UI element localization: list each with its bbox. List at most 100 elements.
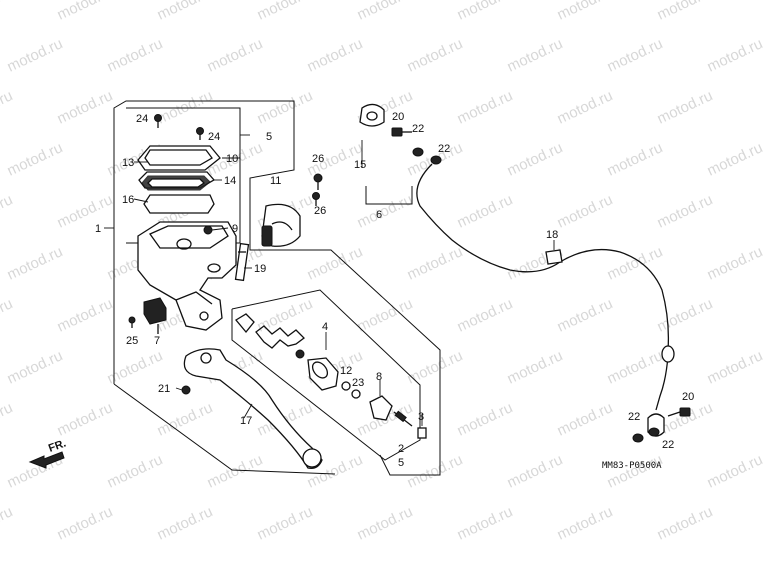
- watermark-text: motod.ru: [105, 35, 166, 75]
- watermark-text: motod.ru: [455, 191, 516, 231]
- watermark-text: motod.ru: [705, 243, 766, 283]
- diaphragm: [141, 175, 211, 191]
- callout-10: 10: [226, 153, 238, 165]
- watermark-text: motod.ru: [355, 503, 416, 543]
- callout-4: 4: [322, 321, 328, 333]
- bolt-21: [181, 385, 191, 395]
- watermark-text: motod.ru: [255, 0, 316, 24]
- watermark-text: motod.ru: [655, 503, 716, 543]
- callout-26-upper: 26: [312, 153, 324, 165]
- callout-16: 16: [122, 194, 134, 206]
- clutch-lever: [183, 348, 323, 469]
- watermark-text: motod.ru: [655, 0, 716, 24]
- watermark-text: motod.ru: [705, 35, 766, 75]
- watermark-text: motod.ru: [405, 243, 466, 283]
- front-label: FR.: [47, 437, 68, 454]
- watermark-text: motod.ru: [305, 243, 366, 283]
- front-direction-indicator: FR.: [28, 437, 68, 469]
- front-arrow-icon: [28, 451, 65, 469]
- watermark-text: motod.ru: [5, 35, 66, 75]
- washer-22-upper-a: [412, 147, 424, 157]
- diagram-code: MM83-P0500A: [602, 461, 662, 471]
- watermark-text: motod.ru: [555, 191, 616, 231]
- watermark-text: motod.ru: [605, 243, 666, 283]
- bolt-19: [234, 242, 250, 282]
- boot-8: [369, 395, 393, 421]
- watermark-text: motod.ru: [5, 139, 66, 179]
- bolt-9: [203, 225, 213, 235]
- watermark-text: motod.ru: [0, 0, 15, 24]
- bolt-26-lower: [312, 192, 320, 206]
- bolt-20-upper: [391, 127, 412, 137]
- master-cylinder-body: [137, 221, 237, 331]
- watermark-text: motod.ru: [505, 35, 566, 75]
- watermark-text: motod.ru: [455, 399, 516, 439]
- watermark-text: motod.ru: [655, 87, 716, 127]
- watermark-text: motod.ru: [155, 0, 216, 24]
- watermark-text: motod.ru: [155, 87, 216, 127]
- watermark-text: motod.ru: [55, 87, 116, 127]
- screw-24-top: [154, 114, 162, 128]
- watermark-text: motod.ru: [55, 0, 116, 24]
- callout-8: 8: [376, 371, 382, 383]
- watermark-text: motod.ru: [505, 139, 566, 179]
- watermark-text: motod.ru: [555, 503, 616, 543]
- watermark-text: motod.ru: [455, 0, 516, 24]
- watermark-text: motod.ru: [605, 35, 666, 75]
- watermark-text: motod.ru: [355, 0, 416, 24]
- callout-7: 7: [154, 335, 160, 347]
- callout-3: 3: [418, 411, 424, 423]
- watermark-text: motod.ru: [55, 295, 116, 335]
- callout-12: 12: [340, 365, 352, 377]
- watermark-text: motod.ru: [255, 87, 316, 127]
- diaphragm-plate: [143, 194, 215, 214]
- circlip-12: [341, 381, 351, 391]
- hose-clamp-18: [545, 249, 563, 265]
- watermark-text: motod.ru: [655, 191, 716, 231]
- watermark-text: motod.ru: [55, 191, 116, 231]
- callout-15: 15: [354, 159, 366, 171]
- callout-22-lower-a: 22: [628, 411, 640, 423]
- callout-23: 23: [352, 377, 364, 389]
- callout-25: 25: [126, 335, 138, 347]
- banjo-fitting-15: [359, 103, 385, 127]
- watermark-text: motod.ru: [655, 295, 716, 335]
- watermark-text: motod.ru: [255, 503, 316, 543]
- watermark-text: motod.ru: [5, 243, 66, 283]
- watermark-text: motod.ru: [0, 295, 15, 335]
- callout-21: 21: [158, 383, 170, 395]
- watermark-text: motod.ru: [505, 347, 566, 387]
- callout-6: 6: [376, 209, 382, 221]
- watermark-text: motod.ru: [0, 191, 15, 231]
- watermark-text: motod.ru: [255, 295, 316, 335]
- watermark-text: motod.ru: [555, 399, 616, 439]
- washer-22-lower-a: [632, 433, 644, 443]
- watermark-text: motod.ru: [205, 35, 266, 75]
- clutch-hose: [416, 163, 675, 411]
- watermark-text: motod.ru: [405, 347, 466, 387]
- watermark-text: motod.ru: [55, 399, 116, 439]
- holder-11: [261, 203, 301, 247]
- watermark-text: motod.ru: [155, 503, 216, 543]
- callout-22-lower-b: 22: [662, 439, 674, 451]
- callout-17: 17: [240, 415, 252, 427]
- callout-24-side: 24: [208, 131, 220, 143]
- group-outline-1: [113, 100, 441, 476]
- callout-11: 11: [270, 175, 281, 187]
- watermark-text: motod.ru: [5, 347, 66, 387]
- watermark-text: motod.ru: [705, 139, 766, 179]
- callout-24-top: 24: [136, 113, 148, 125]
- group-outline-6: [365, 186, 413, 205]
- screw-25: [128, 316, 136, 328]
- callout-5-upper: 5: [266, 131, 272, 143]
- watermark-text: motod.ru: [105, 451, 166, 491]
- watermark-text: motod.ru: [705, 347, 766, 387]
- circlip-23: [351, 389, 361, 399]
- callout-20-lower: 20: [682, 391, 694, 403]
- watermark-text: motod.ru: [605, 451, 666, 491]
- watermark-text: motod.ru: [355, 295, 416, 335]
- watermark-text: motod.ru: [455, 295, 516, 335]
- watermark-text: motod.ru: [0, 87, 15, 127]
- watermark-text: motod.ru: [505, 451, 566, 491]
